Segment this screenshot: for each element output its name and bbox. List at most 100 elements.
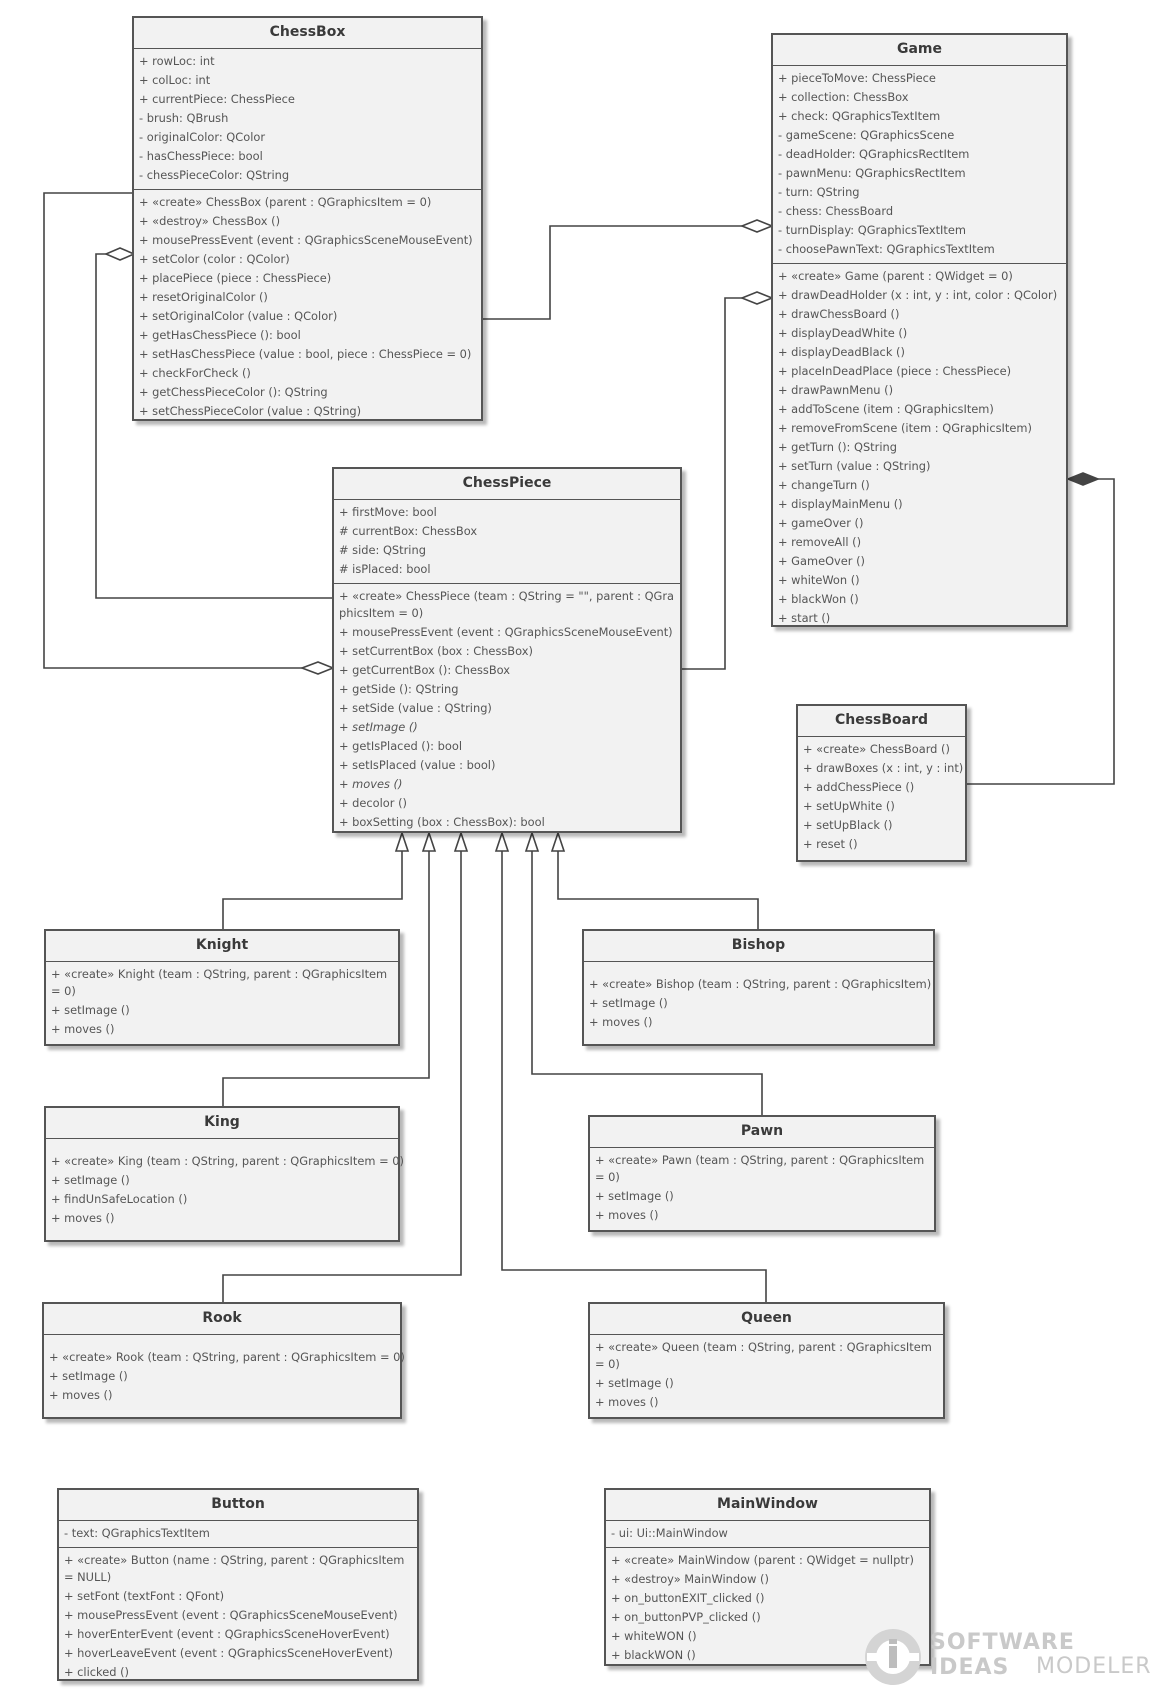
generalization-arrow bbox=[550, 830, 566, 852]
attribute: - hasChessPiece: bool bbox=[139, 149, 263, 163]
generalization-arrow bbox=[524, 830, 540, 852]
attribute: - turn: QString bbox=[778, 185, 860, 199]
operation: + findUnSafeLocation () bbox=[51, 1192, 188, 1206]
operation: + moves () bbox=[51, 1211, 115, 1225]
operation: + «create» Queen (team : QString, parent… bbox=[595, 1340, 932, 1371]
operation: + mousePressEvent (event : QGraphicsScen… bbox=[139, 233, 473, 247]
attribute: # currentBox: ChessBox bbox=[339, 524, 478, 538]
operation: + boxSetting (box : ChessBox): bool bbox=[339, 815, 545, 829]
operation: + setUpBlack () bbox=[803, 818, 893, 832]
operation: + placeInDeadPlace (piece : ChessPiece) bbox=[778, 364, 1012, 378]
assoc-chesspiece-chessbox-inner bbox=[95, 253, 333, 599]
attribute: - choosePawnText: QGraphicsTextItem bbox=[778, 242, 995, 256]
operation: + «create» Rook (team : QString, parent … bbox=[49, 1350, 405, 1364]
attributes-section: + rowLoc: int+ colLoc: int+ currentPiece… bbox=[134, 49, 481, 189]
aggregation-diamond bbox=[739, 291, 775, 305]
operation: + whiteWON () bbox=[611, 1629, 697, 1643]
operation: + setOriginalColor (value : QColor) bbox=[139, 309, 338, 323]
class-name: ChessBoard bbox=[798, 706, 965, 737]
operations-section: + «create» Button (name : QString, paren… bbox=[59, 1547, 417, 1686]
operation: + removeFromScene (item : QGraphicsItem) bbox=[778, 421, 1032, 435]
operation: + mousePressEvent (event : QGraphicsScen… bbox=[339, 625, 673, 639]
operation: + setImage () bbox=[589, 996, 668, 1010]
attribute: - chess: ChessBoard bbox=[778, 204, 894, 218]
operation: + getSide (): QString bbox=[339, 682, 459, 696]
operation: + setImage () bbox=[51, 1173, 130, 1187]
watermark-line2: MODELER bbox=[1036, 1654, 1152, 1679]
spacer bbox=[49, 1338, 395, 1348]
operation: + getTurn (): QString bbox=[778, 440, 897, 454]
operation: + setImage () bbox=[49, 1369, 128, 1383]
class-queen[interactable]: Queen + «create» Queen (team : QString, … bbox=[588, 1302, 945, 1419]
operation: + setImage () bbox=[595, 1189, 674, 1203]
attribute: - chessPieceColor: QString bbox=[139, 168, 290, 182]
gen-pawn bbox=[531, 851, 763, 1116]
gen-king bbox=[222, 851, 430, 1107]
class-name: Pawn bbox=[590, 1117, 934, 1148]
operation: + setColor (color : QColor) bbox=[139, 252, 290, 266]
assoc-chesspiece-game bbox=[681, 297, 744, 670]
operation: + clicked () bbox=[64, 1665, 129, 1679]
attribute: + rowLoc: int bbox=[139, 54, 215, 68]
operation: + «create» ChessBox (parent : QGraphicsI… bbox=[139, 195, 432, 209]
class-chesspiece[interactable]: ChessPiece + firstMove: bool# currentBox… bbox=[332, 467, 682, 833]
class-chessbox[interactable]: ChessBox + rowLoc: int+ colLoc: int+ cur… bbox=[132, 16, 483, 421]
operation: + «destroy» MainWindow () bbox=[611, 1572, 769, 1586]
software-ideas-logo-icon bbox=[865, 1629, 921, 1685]
class-mainwindow[interactable]: MainWindow - ui: Ui::MainWindow + «creat… bbox=[604, 1488, 931, 1666]
generalization-arrow bbox=[394, 830, 410, 852]
operation: + getChessPieceColor (): QString bbox=[139, 385, 328, 399]
operation: + moves () bbox=[51, 1022, 115, 1036]
gen-bishop bbox=[557, 851, 759, 930]
class-king[interactable]: King + «create» King (team : QString, pa… bbox=[44, 1106, 404, 1242]
gen-rook bbox=[222, 851, 462, 1303]
class-chessboard[interactable]: ChessBoard + «create» ChessBoard ()+ dra… bbox=[796, 704, 967, 862]
aggregation-diamond bbox=[103, 247, 137, 261]
attribute: + colLoc: int bbox=[139, 73, 211, 87]
operation: + «create» Button (name : QString, paren… bbox=[64, 1553, 405, 1584]
attribute: # isPlaced: bool bbox=[339, 562, 431, 576]
operations-section: + «create» Pawn (team : QString, parent … bbox=[590, 1148, 934, 1229]
operation: + on_buttonEXIT_clicked () bbox=[611, 1591, 765, 1605]
class-knight[interactable]: Knight + «create» Knight (team : QString… bbox=[44, 929, 400, 1046]
operations-section: + «create» ChessBox (parent : QGraphicsI… bbox=[134, 189, 481, 425]
operation: + getHasChessPiece (): bool bbox=[139, 328, 301, 342]
operation: + setSide (value : QString) bbox=[339, 701, 492, 715]
operation: + «create» Knight (team : QString, paren… bbox=[51, 967, 388, 998]
class-name: Bishop bbox=[584, 931, 933, 962]
operation: + decolor () bbox=[339, 796, 407, 810]
class-button[interactable]: Button - text: QGraphicsTextItem + «crea… bbox=[57, 1488, 419, 1681]
gen-queen bbox=[501, 851, 767, 1303]
attribute: + pieceToMove: ChessPiece bbox=[778, 71, 936, 85]
watermark-line1: SOFTWARE IDEAS bbox=[930, 1630, 1075, 1680]
operation: + moves () bbox=[339, 777, 403, 791]
operation: + placePiece (piece : ChessPiece) bbox=[139, 271, 332, 285]
attribute: - pawnMenu: QGraphicsRectItem bbox=[778, 166, 966, 180]
operation: + mousePressEvent (event : QGraphicsScen… bbox=[64, 1608, 398, 1622]
operation: + blackWon () bbox=[778, 592, 859, 606]
class-name: Knight bbox=[46, 931, 398, 962]
generalization-arrow bbox=[421, 830, 437, 852]
operations-section: + «create» Game (parent : QWidget = 0)+ … bbox=[773, 263, 1066, 632]
operation: + addToScene (item : QGraphicsItem) bbox=[778, 402, 994, 416]
composition-diamond bbox=[1065, 472, 1101, 486]
operation: + drawPawnMenu () bbox=[778, 383, 894, 397]
operation: + drawChessBoard () bbox=[778, 307, 900, 321]
class-rook[interactable]: Rook + «create» Rook (team : QString, pa… bbox=[42, 1302, 405, 1419]
attribute: - ui: Ui::MainWindow bbox=[611, 1526, 728, 1540]
operation: + «create» ChessBoard () bbox=[803, 742, 950, 756]
operation: + setUpWhite () bbox=[803, 799, 895, 813]
class-game[interactable]: Game + pieceToMove: ChessPiece+ collecti… bbox=[771, 33, 1068, 627]
attributes-section: - text: QGraphicsTextItem bbox=[59, 1521, 417, 1547]
operations-section: + «create» ChessPiece (team : QString = … bbox=[334, 583, 680, 836]
class-bishop[interactable]: Bishop + «create» Bishop (team : QString… bbox=[582, 929, 935, 1046]
operation: + moves () bbox=[589, 1015, 653, 1029]
attributes-section: + pieceToMove: ChessPiece+ collection: C… bbox=[773, 66, 1066, 263]
class-pawn[interactable]: Pawn + «create» Pawn (team : QString, pa… bbox=[588, 1115, 936, 1232]
class-name: Button bbox=[59, 1490, 417, 1521]
operations-section: + «create» Rook (team : QString, parent … bbox=[44, 1335, 405, 1409]
operation: + displayMainMenu () bbox=[778, 497, 903, 511]
operation: + «create» ChessPiece (team : QString = … bbox=[339, 589, 675, 620]
operation: + getIsPlaced (): bool bbox=[339, 739, 462, 753]
